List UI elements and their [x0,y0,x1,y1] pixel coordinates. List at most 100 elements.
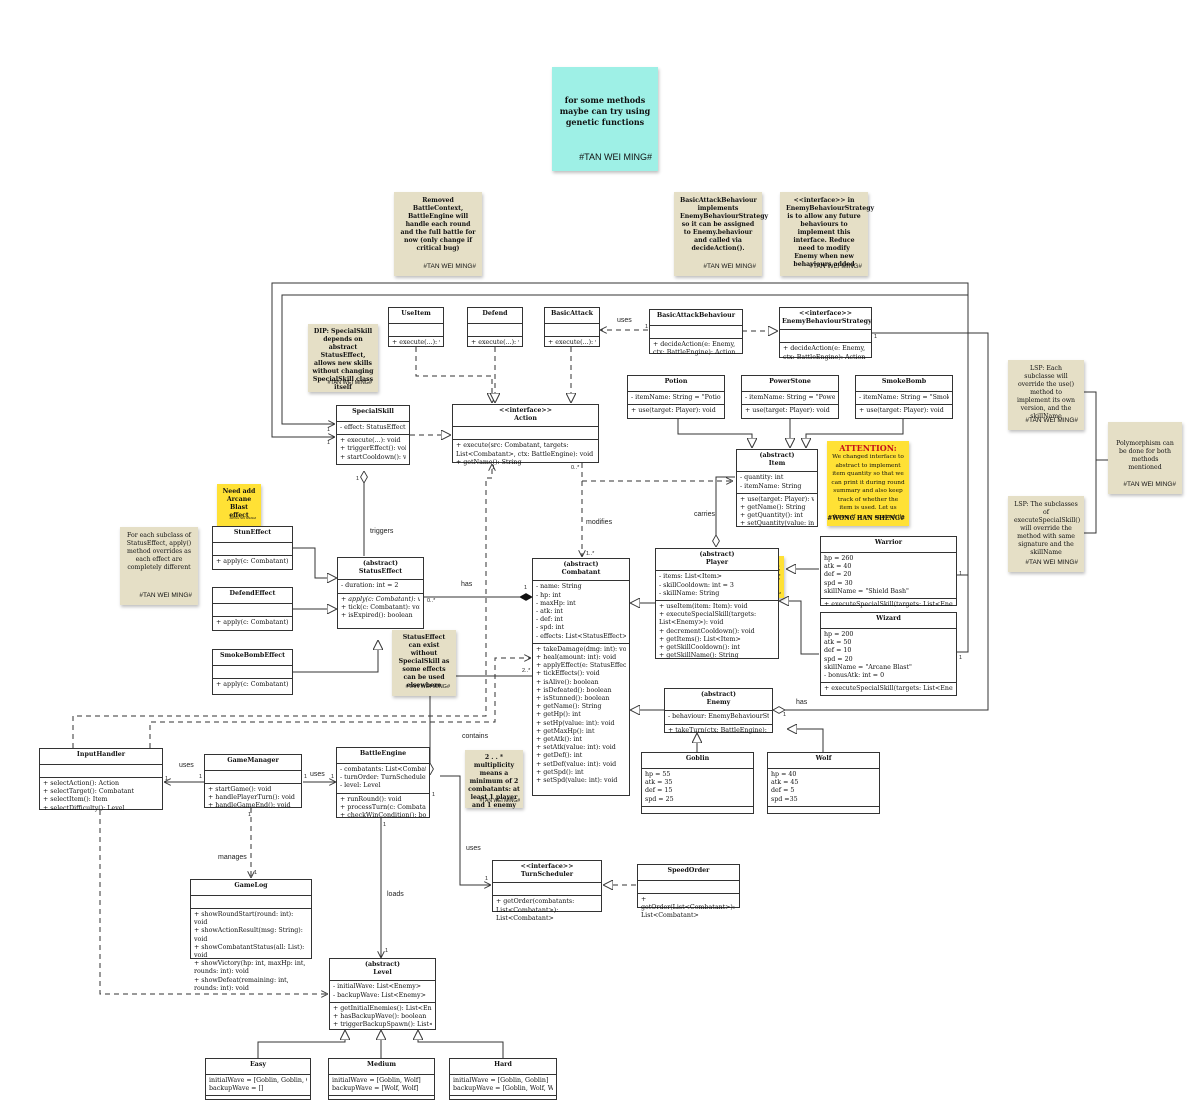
note-tag: #TAN WEI MING# [809,263,862,270]
class-name: EnemyBehaviourStrategy [782,318,872,326]
note-lsp-use: LSP: Each subclasse will override the us… [1008,360,1084,430]
class-method: + showVictory(hp: int, maxHp: int, round… [194,960,306,976]
class-method: + setHp(value: int): void [536,719,615,727]
class-attr: - maxHp: int [536,599,576,607]
class-attr: - turnOrder: TurnScheduler [340,774,426,782]
class-header: StunEffect [213,527,292,543]
mult: 2..* [522,668,531,674]
class-statuseffect[interactable]: (abstract)StatusEffect- duration: int = … [337,557,424,629]
label-triggers: triggers [370,528,394,535]
class-attr: atk = 45 [771,779,799,787]
class-method-section: + takeDamage(dmg: int): void+ heal(amoun… [533,644,629,787]
class-header: Defend [468,308,522,324]
class-method-section: + execute(...): void [389,337,443,349]
class-method: + use(target: Player): void [859,407,944,415]
class-method: + triggerBackupSpawn(): List<Enemy> [333,1021,432,1029]
mult: 1 [356,476,360,482]
class-method: + getAtk(): int [536,736,582,744]
label-has-enemy: has [796,699,808,706]
class-useitem[interactable]: UseItem + execute(...): void [388,307,444,347]
class-method: + triggerEffect(): void [340,445,406,453]
class-method: + getMaxHp(): int [536,727,595,735]
mult: 1 [524,585,528,591]
class-name: Enemy [706,699,731,707]
class-defend[interactable]: Defend+ execute(...): void [467,307,523,347]
class-specialskill[interactable]: SpecialSkill- effect: StatusEffect+ exec… [336,405,410,465]
class-attr: - effects: List<StatusEffect> [536,632,626,640]
class-attr-section [780,330,871,344]
class-method-section: + use(target: Player): void [856,405,952,417]
class-header: BasicAttack [545,308,599,324]
note-statuseffect-exists: StatusEffect can exist without SpecialSk… [392,630,456,696]
class-player[interactable]: (abstract)Player- items: List<Item>- ski… [655,548,779,659]
class-powerstone[interactable]: PowerStone- itemName: String = "PowerSto… [741,375,839,419]
class-attr-section: - behaviour: EnemyBehaviourStrategy [665,711,772,725]
class-enemybehaviourstrategy[interactable]: <<interface>>EnemyBehaviourStrategy+ dec… [779,307,872,361]
class-stereotype: (abstract) [700,691,737,698]
class-inputhandler[interactable]: InputHandler+ selectAction(): Action+ se… [39,748,163,812]
class-method-section: + execute(src: Combatant, targets: List<… [453,440,598,469]
class-method: + getSpd(): int [536,768,584,776]
class-name: SmokeBombEffect [219,652,286,659]
class-method: + apply(c: Combatant): void [216,619,289,626]
class-attr: backupWave = [Goblin, Wolf, Wolf] [453,1085,553,1093]
wolf-extends-enemy [787,729,824,752]
note-text: For each subclass of StatusEffect, apply… [126,532,192,571]
label-contains: contains [462,733,489,740]
class-attr-section: - initialWave: List<Enemy>- backupWave: … [330,981,435,1003]
class-item[interactable]: (abstract)Item- quantity: int- itemName:… [736,449,818,527]
class-header: UseItem [389,308,443,324]
class-basicattackbehaviour[interactable]: BasicAttackBehaviour+ decideAction(e: En… [649,309,743,356]
class-attr: backupWave = [] [209,1085,264,1093]
class-header: GameLog [191,880,311,896]
class-gamelog[interactable]: GameLog+ showRoundStart(round: int): voi… [190,879,312,992]
class-method-section: + executeSpecialSkill(targets: List<Enem… [821,599,956,611]
class-enemy[interactable]: (abstract)Enemy - behaviour: EnemyBehavio… [664,688,773,734]
class-name: Potion [664,378,688,385]
class-method: + executeSpecialSkill(targets: List<Enem… [824,685,953,693]
class-turnscheduler[interactable]: <<interface>>TurnScheduler+ getOrder(com… [492,860,602,922]
class-potion[interactable]: Potion- itemName: String = "Potion"+ use… [627,375,725,419]
class-stereotype: (abstract) [364,961,401,968]
class-name: Wizard [876,615,901,622]
class-method-section: + execute(...): void+ triggerEffect(): v… [337,435,409,464]
class-speedorder[interactable]: SpeedOrder+ getOrder(List<Combatant>): L… [637,864,740,919]
class-method: + selectDifficulty(): Level [43,804,125,812]
class-method: + selectAction(): Action [43,780,119,787]
class-attr: spd =35 [771,795,798,803]
class-combatant[interactable]: (abstract)Combatant- name: String- hp: i… [532,558,630,796]
class-name: BasicAttack [550,310,594,317]
class-method: + use(target: Player): void [631,407,716,415]
class-method: + getSkillCooldown(): int [659,644,741,652]
class-level[interactable]: (abstract)Level- initialWave: List<Enemy… [329,958,436,1030]
class-stuneffect[interactable]: StunEffect+ apply(c: Combatant): void [212,526,293,570]
class-gamemanager[interactable]: GameManager+ startGame(): void+ handlePl… [204,754,302,809]
note-text: LSP: Each subclasse will override the us… [1016,365,1076,420]
class-action[interactable]: <<interface>>Action+ execute(src: Combat… [452,404,599,466]
mult: 1 [385,948,389,954]
class-stereotype: <<interface>> [499,407,552,414]
class-method: + getOrder(combatants: List<Combatant>):… [496,898,575,922]
class-attr: - initialWave: List<Enemy> [333,983,422,991]
note-tag: #WONG HAN SHENG# [827,515,905,522]
class-name: DefendEffect [229,590,276,597]
class-attr-section: - duration: int = 2 [338,580,423,594]
class-defendeffect[interactable]: DefendEffect + apply(c: Combatant): void [212,587,293,631]
class-method: + useItem(item: Item): void [659,603,748,611]
class-battleengine[interactable]: BattleEngine- combatants: List<Combatant… [336,747,430,819]
class-method: + use(target: Player): void [740,495,814,503]
class-smokebombeffect[interactable]: SmokeBombEffect+ apply(c: Combatant): vo… [212,649,293,695]
class-smokebomb[interactable]: SmokeBomb- itemName: String = "SmokeBomb… [855,375,953,419]
class-basicattack[interactable]: BasicAttack+ execute(...): void [544,307,600,347]
class-method: + decideAction(e: Enemy, ctx: BattleEngi… [783,345,866,361]
class-method: + getSkillName(): String [659,652,739,660]
class-name: Defend [482,310,508,317]
class-method: + showCombatantStatus(all: List): void [194,943,305,960]
